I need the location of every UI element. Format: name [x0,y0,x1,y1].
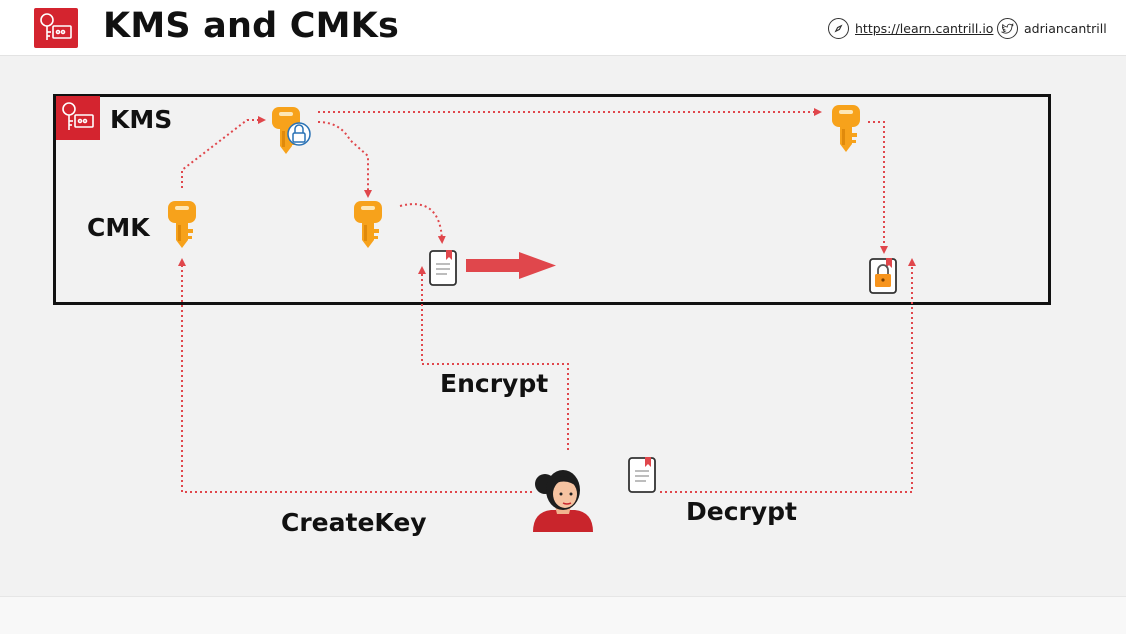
slide-footer [0,596,1126,634]
plaintext-document-icon [429,249,457,286]
encrypt-label: Encrypt [440,369,549,398]
right-key-to-lock-line [868,121,888,254]
encrypted-data-key-icon [272,107,311,154]
cmk-key-icon [168,201,196,248]
plaintext-data-key-icon [354,201,382,248]
user-avatar-icon [533,470,593,532]
kms-service-logo [34,8,78,48]
encrypted-document-icon [628,456,656,493]
twitter-handle[interactable]: adriancantrill [1024,21,1107,36]
kms-service-icon [56,96,100,140]
key-to-doc-line [399,203,446,244]
createkey-label: CreateKey [281,508,427,537]
decrypt-flow-line [660,258,916,493]
compass-icon [828,18,849,39]
createkey-flow-line [178,258,532,493]
cmk-to-datakey-line [181,116,266,188]
twitter-icon [997,18,1018,39]
decrypt-key-icon [832,105,860,152]
output-arrow [466,252,556,279]
key-to-plaintext-line [317,121,372,198]
kms-boundary-box [53,94,1051,305]
decrypt-label: Decrypt [686,497,797,526]
kms-label: KMS [110,105,173,134]
website-link[interactable]: https://learn.cantrill.io [828,18,993,39]
cmk-label: CMK [87,213,150,242]
locked-document-icon [869,258,897,294]
page-title: KMS and CMKs [103,6,399,46]
encrypt-flow-line [418,266,569,450]
slide-header: KMS and CMKs https://learn.cantrill.io a… [0,0,1126,56]
twitter-link[interactable]: adriancantrill [997,18,1107,39]
website-url[interactable]: https://learn.cantrill.io [855,21,994,36]
